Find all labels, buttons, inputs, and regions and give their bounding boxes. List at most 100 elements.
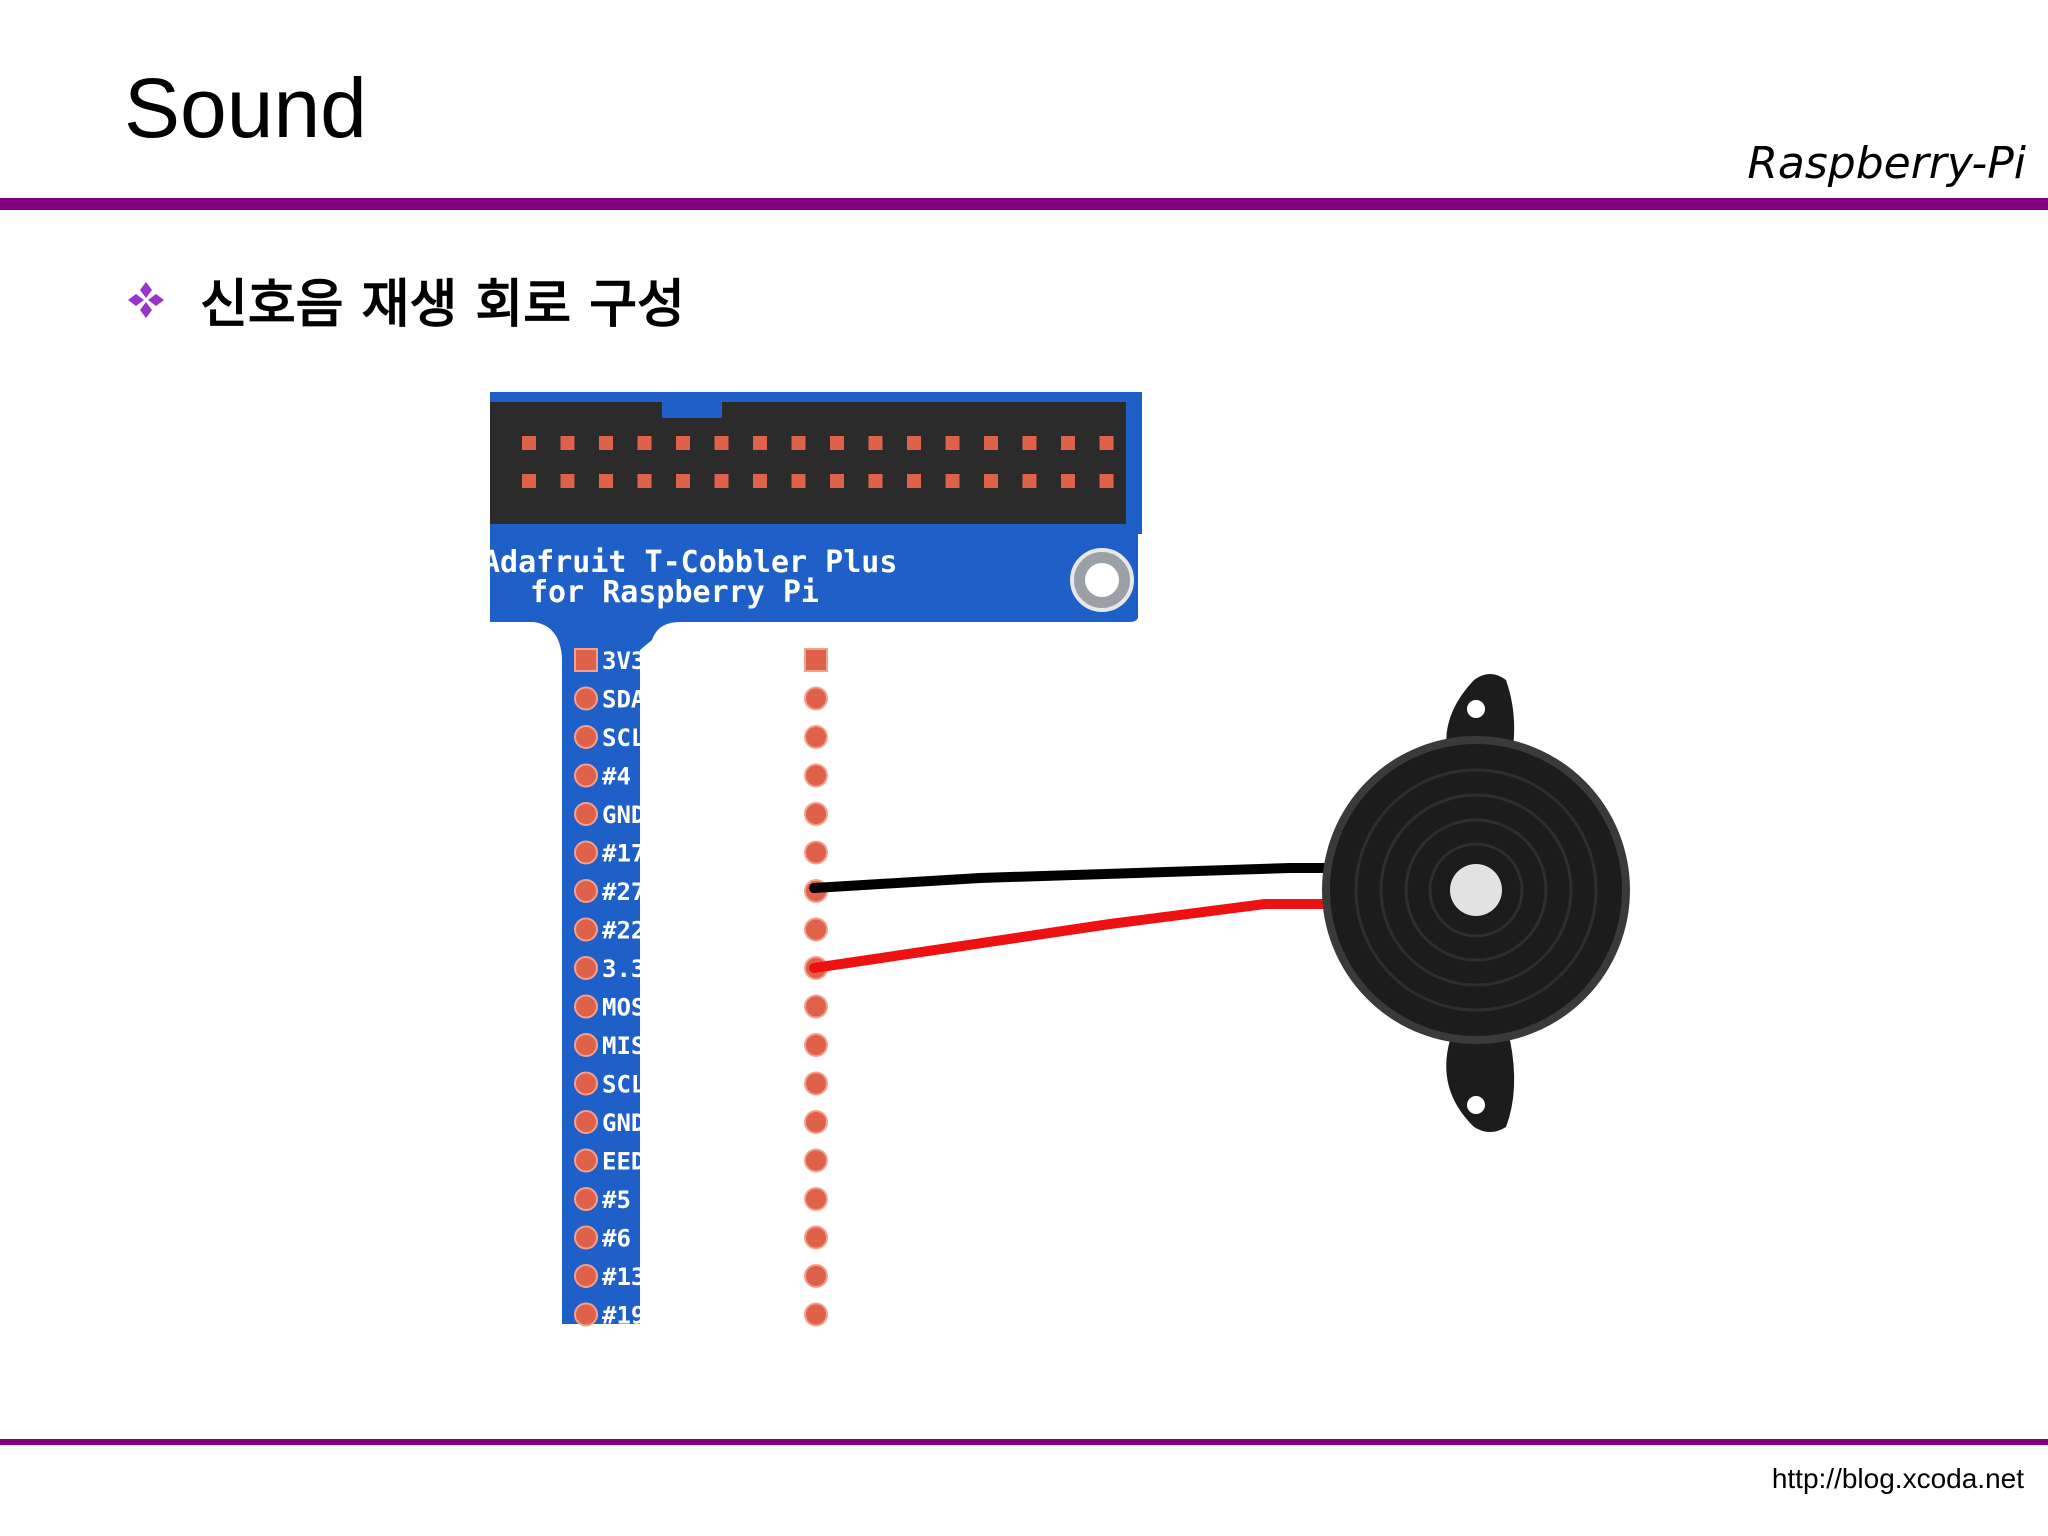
left-pin-label: SDA bbox=[602, 686, 646, 714]
right-pin-pad bbox=[804, 1033, 828, 1057]
right-pin-label: RXD bbox=[753, 801, 796, 829]
black-wire bbox=[809, 863, 1345, 893]
header-pin bbox=[984, 436, 998, 450]
footer-divider bbox=[0, 1439, 2048, 1445]
left-pin-label: #4 bbox=[602, 763, 631, 791]
header-pin bbox=[714, 474, 729, 488]
header-pin bbox=[753, 474, 767, 488]
slide-title: Sound bbox=[124, 61, 367, 155]
right-pin-pad bbox=[804, 1187, 828, 1211]
left-pin-pad bbox=[574, 840, 598, 865]
right-pin-pad bbox=[804, 1148, 828, 1173]
four-diamond-icon bbox=[128, 281, 164, 318]
bullet-item: 신호음 재생 회로 구성 bbox=[126, 262, 685, 337]
header-pin bbox=[791, 436, 806, 450]
header-pin bbox=[945, 474, 960, 488]
board-title-line1: Adafruit T-Cobbler Plus bbox=[490, 545, 897, 580]
left-pin-pad bbox=[574, 1264, 598, 1288]
header-pin bbox=[791, 474, 806, 488]
header-pin bbox=[984, 474, 998, 488]
header-pin bbox=[945, 436, 960, 450]
right-pin-pad bbox=[804, 994, 828, 1019]
header-pin bbox=[753, 436, 767, 450]
right-pin-label: 5.0V bbox=[738, 647, 796, 675]
header-pin bbox=[1022, 474, 1037, 488]
left-pin-pad bbox=[574, 1187, 598, 1211]
left-pin-pad bbox=[574, 725, 598, 749]
header-pin bbox=[676, 474, 690, 488]
left-pin-pad bbox=[574, 686, 598, 711]
mounting-hole-icon bbox=[1070, 548, 1134, 612]
right-pin-label: GND bbox=[753, 1263, 796, 1291]
right-pin-label: #24 bbox=[753, 955, 796, 983]
left-pin-pad bbox=[574, 1302, 598, 1327]
right-pin-label: 5.0V bbox=[738, 686, 796, 714]
red-wire bbox=[809, 899, 1345, 973]
right-pin-label: TXD bbox=[753, 763, 796, 791]
left-pin-pad bbox=[574, 879, 598, 903]
right-pin-label: CE0 bbox=[753, 1071, 796, 1099]
circuit-figure: Adafruit T-Cobbler Plus for Raspberry Pi… bbox=[490, 392, 1630, 1330]
right-pin-label: GND bbox=[753, 1186, 796, 1214]
right-pin-pad bbox=[804, 802, 828, 826]
left-pin-pad bbox=[574, 802, 598, 826]
header-pin bbox=[1099, 436, 1114, 450]
header-pins bbox=[522, 436, 1114, 488]
right-pin-pad bbox=[804, 1225, 828, 1250]
left-pin-label: #5 bbox=[602, 1186, 631, 1214]
board-title-line2: for Raspberry Pi bbox=[530, 575, 819, 610]
header-pin bbox=[830, 474, 844, 488]
header-pin bbox=[1061, 436, 1075, 450]
left-pin-label: SCLK bbox=[602, 1071, 660, 1099]
right-pin-pad bbox=[804, 1071, 828, 1096]
left-pin-label: 3.3V bbox=[602, 955, 660, 983]
header-pin bbox=[522, 474, 536, 488]
header-pin bbox=[868, 474, 883, 488]
right-pin-label: #23 bbox=[753, 917, 796, 945]
left-pin-label: #19 bbox=[602, 1302, 645, 1330]
right-pin-pad bbox=[804, 648, 828, 672]
right-pin-label: #18 bbox=[753, 840, 796, 868]
left-pin-label: #27 bbox=[602, 878, 645, 906]
header-pin bbox=[1061, 474, 1075, 488]
left-pin-label: SCL bbox=[602, 724, 645, 752]
left-pin-pad bbox=[574, 1033, 598, 1057]
left-pin-label: MOSI bbox=[602, 994, 660, 1022]
left-pin-label: GND bbox=[602, 1109, 645, 1137]
header-pin bbox=[560, 474, 575, 488]
left-pin-label: GND bbox=[602, 801, 645, 829]
bullet-text: 신호음 재생 회로 구성 bbox=[200, 275, 685, 335]
header-divider bbox=[0, 198, 2048, 210]
right-pin-label: #12 bbox=[753, 1225, 796, 1253]
header-pin bbox=[522, 436, 536, 450]
right-pin-pad bbox=[804, 1302, 828, 1327]
left-pin-pad bbox=[574, 1148, 598, 1173]
cobbler-board: Adafruit T-Cobbler Plus for Raspberry Pi… bbox=[490, 392, 1142, 1330]
left-pin-pad bbox=[574, 1110, 598, 1134]
left-pin-label: 3V3 bbox=[602, 647, 645, 675]
header-pin bbox=[1022, 436, 1037, 450]
footer-url: http://blog.xcoda.net bbox=[1771, 1463, 2024, 1494]
right-pin-label: CE1 bbox=[753, 1109, 796, 1137]
right-pin-pad bbox=[804, 686, 828, 711]
left-pin-label: #22 bbox=[602, 917, 645, 945]
left-pin-pad bbox=[574, 917, 598, 942]
left-pin-pad bbox=[574, 648, 598, 672]
left-pin-label: MISO bbox=[602, 1032, 660, 1060]
header-pin bbox=[1099, 474, 1114, 488]
right-pin-pad bbox=[804, 1264, 828, 1288]
header-pin bbox=[637, 474, 652, 488]
left-pin-label: #17 bbox=[602, 840, 645, 868]
right-pin-label: GND bbox=[753, 878, 796, 906]
right-pin-pad bbox=[804, 1110, 828, 1134]
right-pin-pad bbox=[804, 725, 828, 749]
left-pin-pad bbox=[574, 956, 598, 980]
right-pin-label: GND bbox=[753, 724, 796, 752]
header-pin bbox=[907, 474, 921, 488]
left-pin-pad bbox=[574, 1071, 598, 1096]
right-pin-pad bbox=[804, 917, 828, 942]
right-pin-pad bbox=[804, 840, 828, 865]
header-pin bbox=[868, 436, 883, 450]
header-pin bbox=[599, 436, 613, 450]
right-pin-label: #25 bbox=[753, 1032, 796, 1060]
